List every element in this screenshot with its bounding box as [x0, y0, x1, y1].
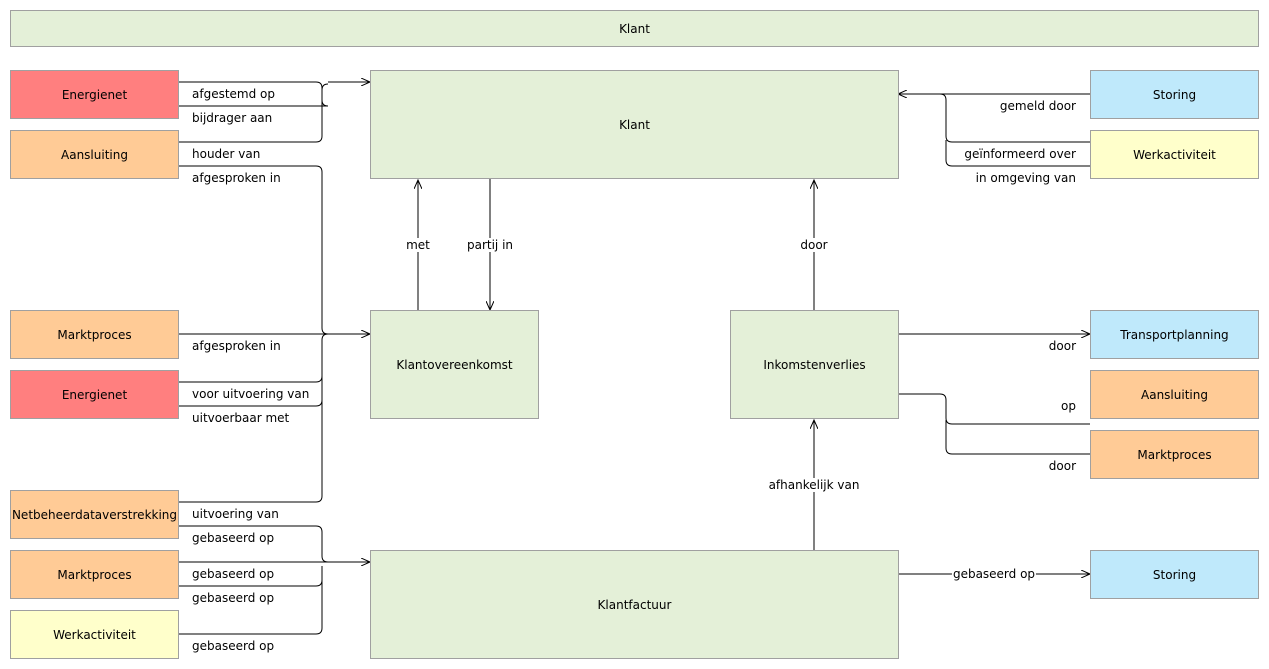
- edge-label-gebaseerd-op: gebaseerd op: [192, 567, 275, 581]
- edge-label-afhankelijk-van: afhankelijk van: [767, 478, 861, 492]
- edge-label-afgesproken-in: afgesproken in: [192, 171, 281, 185]
- node-label: Energienet: [61, 387, 128, 402]
- edge-label-in-omgeving-van: in omgeving van: [975, 171, 1076, 185]
- node-transportplanning[interactable]: Transportplanning: [1090, 310, 1259, 359]
- node-aansluiting[interactable]: Aansluiting: [1090, 370, 1259, 419]
- edge-gebaseerd-op-a: [178, 525, 329, 563]
- node-label: Storing: [1152, 567, 1197, 582]
- edge-houder-van: [178, 165, 329, 335]
- edge-label-houder-van: houder van: [192, 147, 261, 161]
- node-energienet[interactable]: Energienet: [10, 70, 179, 119]
- edge-label-bijdrager-aan: bijdrager aan: [192, 111, 273, 125]
- edge-label-gebaseerd-op: gebaseerd op: [192, 591, 275, 605]
- edge-label-uitvoerbaar-met: uitvoerbaar met: [192, 411, 290, 425]
- node-label: Klantfactuur: [597, 597, 672, 612]
- edge-label-partij-in: partij in: [465, 238, 515, 252]
- node-label: Netbeheerdataverstrekking: [11, 507, 178, 522]
- node-label: Klantovereenkomst: [396, 357, 513, 372]
- node-klantfactuur[interactable]: Klantfactuur: [370, 550, 899, 659]
- node-label: Aansluiting: [61, 147, 128, 162]
- node-storing[interactable]: Storing: [1090, 70, 1259, 119]
- node-label: Aansluiting: [1141, 387, 1208, 402]
- node-label: Inkomstenverlies: [763, 357, 866, 372]
- node-label: Marktproces: [57, 327, 132, 342]
- edge-label-op: op: [1061, 399, 1076, 413]
- edge-label-uitvoering-van: uitvoering van: [192, 507, 279, 521]
- edge-label-door: door: [1048, 459, 1076, 473]
- edge-op-aansluiting: [898, 393, 1090, 425]
- edge-geinformeerd-over: [939, 93, 1090, 143]
- node-marktproces[interactable]: Marktproces: [10, 310, 179, 359]
- edge-label-door: door: [1048, 339, 1076, 353]
- node-klantovereenkomst[interactable]: Klantovereenkomst: [370, 310, 539, 419]
- edge-label-gebaseerd-op: gebaseerd op: [192, 639, 275, 653]
- node-label: Marktproces: [57, 567, 132, 582]
- node-label: Marktproces: [1137, 447, 1212, 462]
- node-inkomstenverlies[interactable]: Inkomstenverlies: [730, 310, 899, 419]
- node-label: Transportplanning: [1120, 327, 1229, 342]
- edge-in-omgeving-van: [945, 140, 1090, 167]
- node-energienet[interactable]: Energienet: [10, 370, 179, 419]
- edge-label-gebaseerd-op: gebaseerd op: [951, 567, 1037, 581]
- edge-door-marktproces: [945, 420, 1090, 455]
- edge-label-afgestemd-op: afgestemd op: [192, 87, 275, 101]
- edge-label-afgesproken-in: afgesproken in: [192, 339, 281, 353]
- node-label: Werkactiviteit: [53, 627, 136, 642]
- edge-label-gemeld-door: gemeld door: [999, 99, 1076, 113]
- node-label: Storing: [1152, 87, 1197, 102]
- node-klant[interactable]: Klant: [370, 70, 899, 179]
- node-label: Energienet: [61, 87, 128, 102]
- edge-uitvoering-van: [178, 340, 323, 503]
- node-label: Klant: [619, 117, 650, 132]
- edge-label-gebaseerd-op: gebaseerd op: [192, 531, 275, 545]
- node-aansluiting[interactable]: Aansluiting: [10, 130, 179, 179]
- edge-label-voor-uitvoering-van: voor uitvoering van: [192, 387, 310, 401]
- node-storing[interactable]: Storing: [1090, 550, 1259, 599]
- node-netbeheerdataverstrekking[interactable]: Netbeheerdataverstrekking: [10, 490, 179, 539]
- node-werkactiviteit[interactable]: Werkactiviteit: [1090, 130, 1259, 179]
- edge-label-met: met: [405, 238, 431, 252]
- node-marktproces[interactable]: Marktproces: [10, 550, 179, 599]
- edge-bijdrager-aan: [178, 83, 329, 143]
- node-label: Werkactiviteit: [1133, 147, 1216, 162]
- node-marktproces[interactable]: Marktproces: [1090, 430, 1259, 479]
- page-title: Klant: [619, 21, 650, 36]
- page-title-bar: Klant: [10, 10, 1259, 47]
- edge-label-geinformeerd-over: geïnformeerd over: [964, 147, 1076, 161]
- edge-label-door: door: [799, 238, 829, 252]
- node-werkactiviteit[interactable]: Werkactiviteit: [10, 610, 179, 659]
- edge-gebaseerd-op-d: [178, 566, 323, 635]
